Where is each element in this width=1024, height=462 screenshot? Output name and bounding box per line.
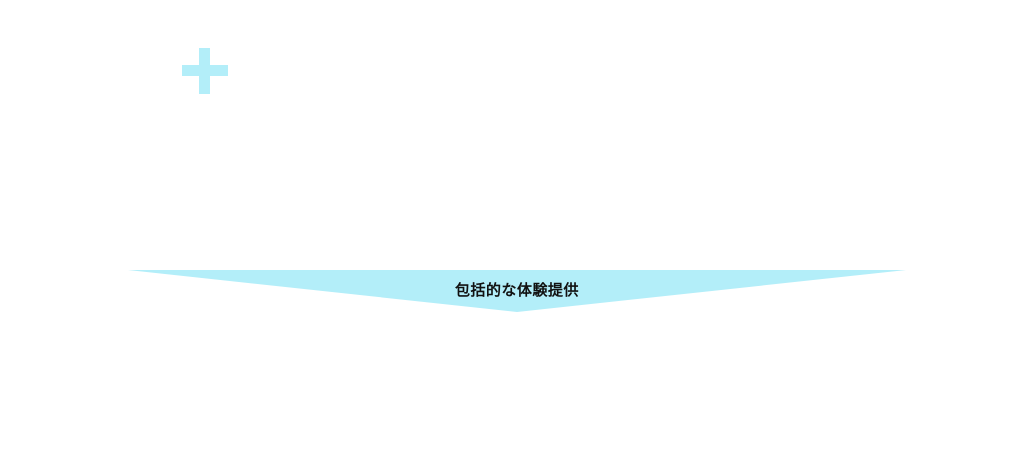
banner-arrow-shape — [128, 270, 906, 312]
comprehensive-experience-banner: 包括的な体験提供 — [128, 270, 906, 312]
plus-bar-vertical — [199, 48, 210, 94]
plus-icon — [182, 48, 228, 94]
banner-arrow-polygon — [128, 270, 906, 312]
banner-label: 包括的な体験提供 — [454, 281, 579, 299]
